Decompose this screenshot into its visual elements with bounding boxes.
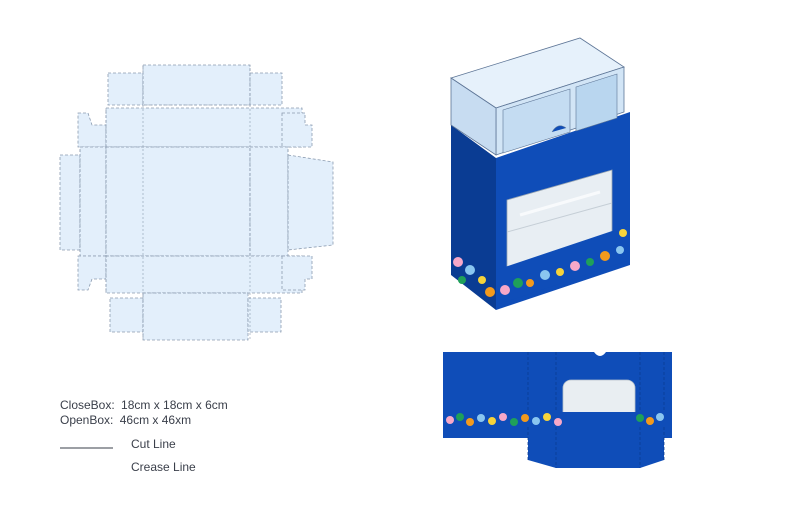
upper-dust-flap-right [281,112,313,148]
open-box-value: 46cm x 46xm [119,413,192,427]
lower-dust-flap-right [281,255,313,291]
close-box-label: CloseBox: [60,398,115,412]
open-box-label: OpenBox: [60,413,114,427]
open-box-spec: OpenBox: 46cm x 46xm [60,412,191,428]
close-box-spec: CloseBox: 18cm x 18cm x 6cm [60,397,228,413]
cut-line-label: Cut Line [131,437,176,451]
box-lid-left [450,77,497,156]
close-box-value: 18cm x 18cm x 6cm [121,398,228,412]
box-pattern-strip [500,229,627,295]
bottom-glue-flap-right [247,297,282,333]
crease-line-label: Crease Line [131,460,196,474]
